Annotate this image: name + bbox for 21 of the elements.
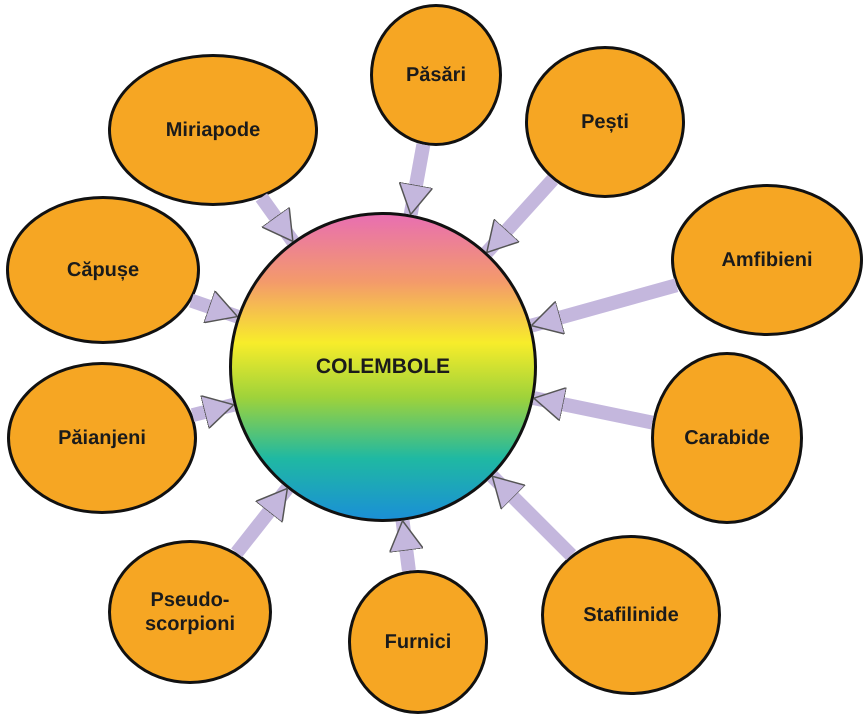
node-label: Furnici [384, 630, 452, 654]
node-label: Păsări [406, 63, 466, 87]
node-label: Carabide [684, 426, 770, 450]
block-arrow [231, 484, 293, 558]
node-label: Păianjeni [58, 426, 146, 450]
block-arrow [482, 174, 558, 258]
node-label: Stafilinide [583, 603, 679, 627]
node-label: Pești [581, 110, 629, 134]
block-arrow [532, 386, 654, 430]
node-label: Amfibieni [721, 248, 813, 272]
block-arrow [189, 290, 240, 324]
block-arrow [530, 278, 678, 335]
node-label: Căpușe [66, 258, 140, 282]
node-label: Miriapode [166, 118, 260, 142]
block-arrow [487, 471, 576, 560]
block-arrow [398, 143, 434, 216]
node-label: Pseudo-scorpioni [144, 588, 236, 636]
block-arrow [190, 394, 236, 430]
node-label: COLEMBOLE [316, 354, 450, 380]
block-arrow [256, 193, 299, 246]
block-arrow [388, 520, 424, 572]
